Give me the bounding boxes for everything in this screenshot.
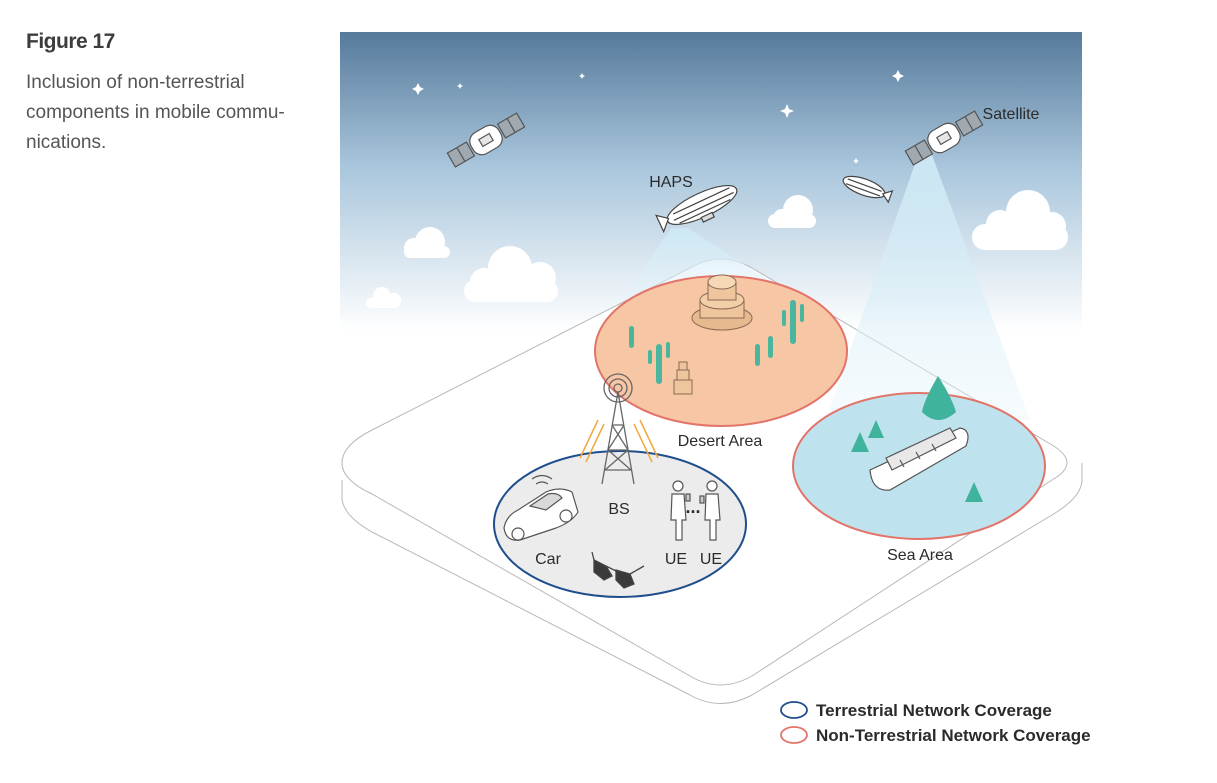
legend-terrestrial-swatch <box>780 701 808 719</box>
legend-non-terrestrial-label: Non-Terrestrial Network Coverage <box>816 726 1091 745</box>
sea-area-label: Sea Area <box>887 547 953 564</box>
cloud-icon <box>404 227 450 258</box>
star-icon <box>457 83 463 89</box>
tree-icon <box>851 432 869 452</box>
cacti <box>629 300 804 384</box>
cactus-icon <box>648 342 670 384</box>
star-icon <box>780 104 794 118</box>
trees <box>851 376 983 502</box>
ue-label-1: UE <box>665 551 687 568</box>
cactus-icon <box>755 344 760 366</box>
glasses-icon <box>591 551 645 589</box>
cactus-icon <box>782 300 804 344</box>
tower-icon <box>601 373 635 485</box>
desert-area: Desert Area <box>594 274 848 450</box>
tree-icon <box>922 376 956 420</box>
haps-label: HAPS <box>649 174 693 191</box>
figure-title: Figure 17 <box>26 30 115 53</box>
person-icon <box>699 480 721 541</box>
clouds <box>366 190 1068 308</box>
star-icon <box>892 70 904 82</box>
boxes-icon <box>673 361 693 395</box>
person-icon <box>670 480 691 541</box>
ship-icon <box>869 427 969 491</box>
cloud-icon <box>768 195 816 228</box>
description-line-2: components in mobile commu- <box>26 102 285 123</box>
bs-label: BS <box>608 501 629 518</box>
star-icon <box>579 73 585 79</box>
cloud-icon <box>972 190 1068 250</box>
terrestrial-area: BS Car ... UE UE <box>493 373 747 598</box>
satellite-icon <box>904 110 984 166</box>
legend-non-terrestrial-swatch <box>780 726 808 744</box>
rock-formation-icon <box>691 274 753 331</box>
cactus-icon <box>768 336 773 358</box>
car-label: Car <box>535 551 561 568</box>
cactus-icon <box>629 326 634 348</box>
cloud-icon <box>464 246 558 302</box>
description-line-1: Inclusion of non-terrestrial <box>26 72 245 93</box>
figure-description: Inclusion of non-terrestrial components … <box>26 68 316 158</box>
signal-rays <box>579 419 659 463</box>
desert-area-label: Desert Area <box>678 433 763 450</box>
cloud-icon <box>366 287 401 308</box>
airship-icon <box>842 175 894 204</box>
star-icon <box>853 158 859 164</box>
airship-icon <box>655 185 738 234</box>
stars <box>412 70 904 164</box>
ue-label-2: UE <box>700 551 722 568</box>
description-line-3: nications. <box>26 132 107 153</box>
star-icon <box>412 83 424 95</box>
tree-icon <box>868 420 884 438</box>
satellite-beam <box>826 155 1030 420</box>
car-icon <box>503 474 579 541</box>
legend-terrestrial-label: Terrestrial Network Coverage <box>816 701 1052 720</box>
sea-area: Sea Area <box>792 376 1046 564</box>
figure-caption: Figure 17 Inclusion of non-terrestrial c… <box>26 30 316 158</box>
satellite-icon <box>446 112 526 168</box>
tree-icon <box>965 482 983 502</box>
satellite-label: Satellite <box>983 106 1040 123</box>
legend: Terrestrial Network Coverage Non-Terrest… <box>780 701 1091 745</box>
ue-ellipsis: ... <box>685 497 700 517</box>
